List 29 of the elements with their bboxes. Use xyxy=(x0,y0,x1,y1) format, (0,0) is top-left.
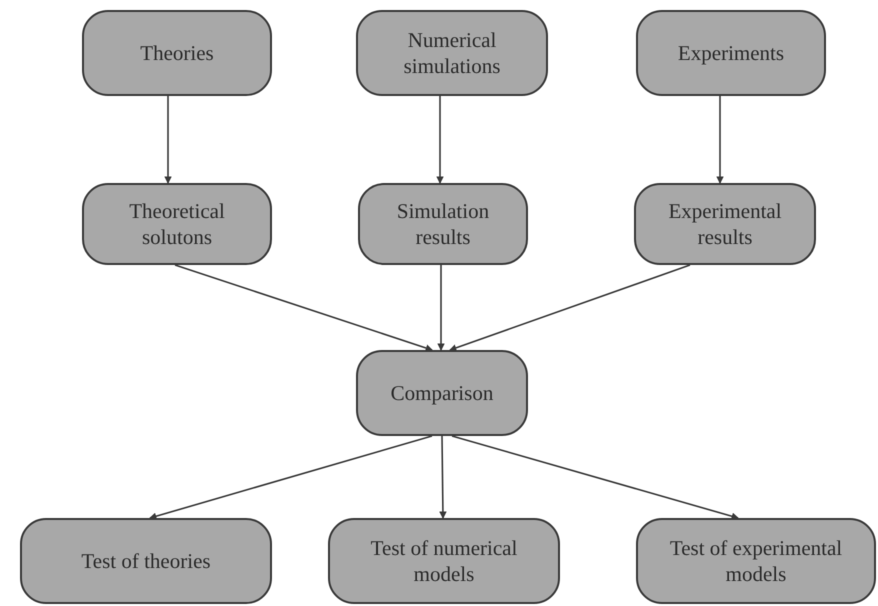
arrow xyxy=(435,265,447,351)
process-box xyxy=(20,518,272,604)
arrow xyxy=(162,96,174,184)
node-label: Experimental results xyxy=(667,198,783,250)
node-label: Experiments xyxy=(678,40,784,66)
node-label: Test of theories xyxy=(81,548,211,574)
node-label: Test of numerical models xyxy=(370,534,518,588)
process-box xyxy=(356,350,528,436)
node-label: Numerical simulations xyxy=(402,26,502,80)
process-box xyxy=(358,183,528,265)
arrow xyxy=(714,96,726,184)
process-box xyxy=(636,10,826,96)
process-box xyxy=(328,518,560,604)
arrow xyxy=(174,264,433,352)
process-box xyxy=(82,10,272,96)
node-label: Test of experimental models xyxy=(668,534,844,588)
arrow xyxy=(434,96,446,184)
node-label: Simulation results xyxy=(396,198,490,250)
process-box xyxy=(636,518,876,604)
node-label: Theoretical solutons xyxy=(128,198,226,250)
arrow xyxy=(149,435,432,521)
arrow xyxy=(437,436,448,519)
arrow xyxy=(452,435,739,521)
process-box xyxy=(82,183,272,265)
process-box xyxy=(356,10,548,96)
node-label: Theories xyxy=(140,40,214,66)
arrow xyxy=(449,264,690,352)
node-label: Comparison xyxy=(390,380,494,406)
process-box xyxy=(634,183,816,265)
